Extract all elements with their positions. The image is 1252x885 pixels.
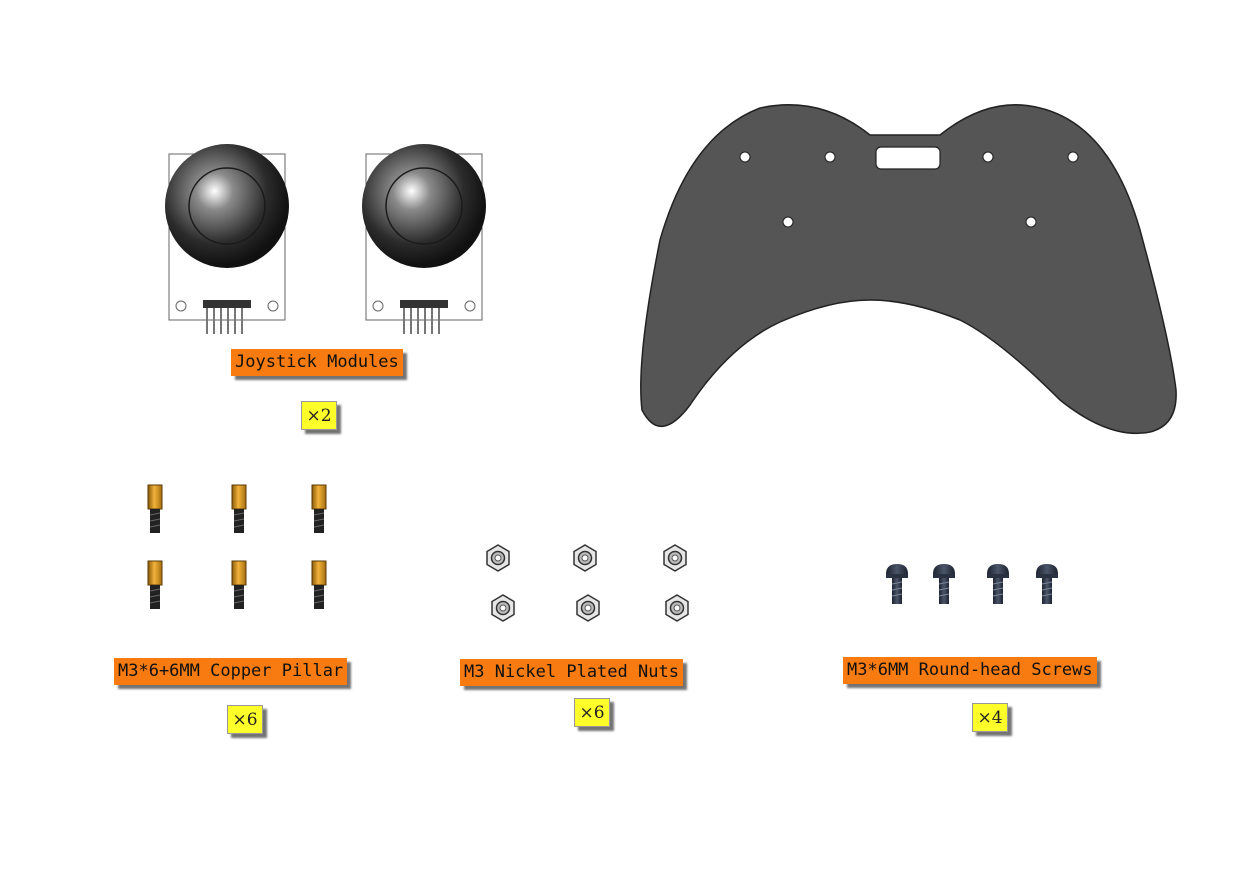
joystick-qty: ×2 [301,401,337,430]
joystick-label: Joystick Modules [231,349,403,376]
pillar-label: M3*6+6MM Copper Pillar [114,658,348,685]
pillar-qty: ×6 [227,705,263,734]
joystick-module-icon [361,143,487,335]
controller-plate-icon [640,104,1177,435]
screws-label: M3*6MM Round-head Screws [843,657,1097,684]
joystick-module-icon [164,143,290,335]
round-head-screw-icon [885,563,1059,605]
nuts-label: M3 Nickel Plated Nuts [460,659,683,686]
screws-qty: ×4 [972,703,1008,732]
copper-pillar-icon [147,484,327,610]
nuts-qty: ×6 [574,698,610,727]
hex-nut-icon [486,544,689,622]
